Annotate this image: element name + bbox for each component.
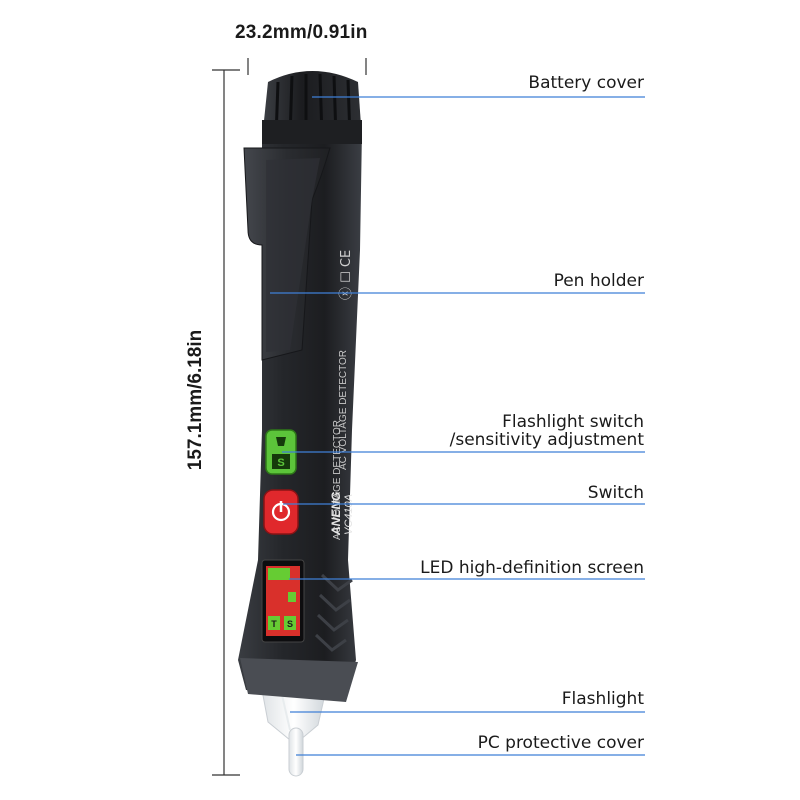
callout-pc-cover: PC protective cover: [478, 734, 644, 752]
height-dimension-line: [212, 69, 240, 776]
body-print: AC VOLTAGE DETECTOR: [332, 420, 343, 540]
battery-cover: [262, 71, 362, 144]
callout-battery-cover: Battery cover: [528, 74, 644, 92]
screen-right-label: S: [287, 619, 293, 629]
pc-protective-cover: [261, 689, 327, 777]
callout-label-line2: /sensitivity adjustment: [449, 430, 644, 450]
product-text-printed: AC VOLTAGE DETECTOR: [338, 350, 349, 470]
callout-label: Flashlight switch: [502, 412, 644, 432]
screen-left-label: T: [271, 619, 277, 629]
callout-label: Pen holder: [553, 271, 644, 291]
brand-text: ANENG: [329, 492, 343, 536]
pen-holder-clip: [243, 147, 331, 361]
callout-flashlight: Flashlight: [562, 690, 644, 708]
callout-label: PC protective cover: [477, 733, 644, 753]
callout-label: Flashlight: [561, 689, 644, 709]
product-text: AC VOLTAGE DETECTOR: [332, 420, 343, 540]
model-text: VC410A: [343, 494, 355, 535]
height-dimension-label: 157.1mm/6.18in: [185, 329, 206, 471]
callout-switch: Switch: [588, 484, 644, 502]
callout-label: Battery cover: [528, 73, 644, 93]
callout-pen-holder: Pen holder: [554, 272, 644, 290]
callout-label: LED high-definition screen: [420, 558, 644, 578]
callout-label: Switch: [587, 483, 644, 503]
callout-led-screen: LED high-definition screen: [420, 559, 644, 577]
leader-lines: [270, 96, 645, 756]
width-dimension-label: 23.2mm/0.91in: [235, 22, 368, 43]
width-dimension-bracket: [247, 58, 367, 75]
power-switch-button: [263, 489, 299, 535]
flashlight-button-label: S: [277, 457, 284, 469]
flashlight-switch-button: [265, 429, 297, 475]
callout-flashlight-switch: Flashlight switch /sensitivity adjustmen…: [450, 413, 644, 449]
cert-marks: ⓧ ☐ CE: [339, 250, 354, 300]
led-screen: [261, 559, 305, 643]
